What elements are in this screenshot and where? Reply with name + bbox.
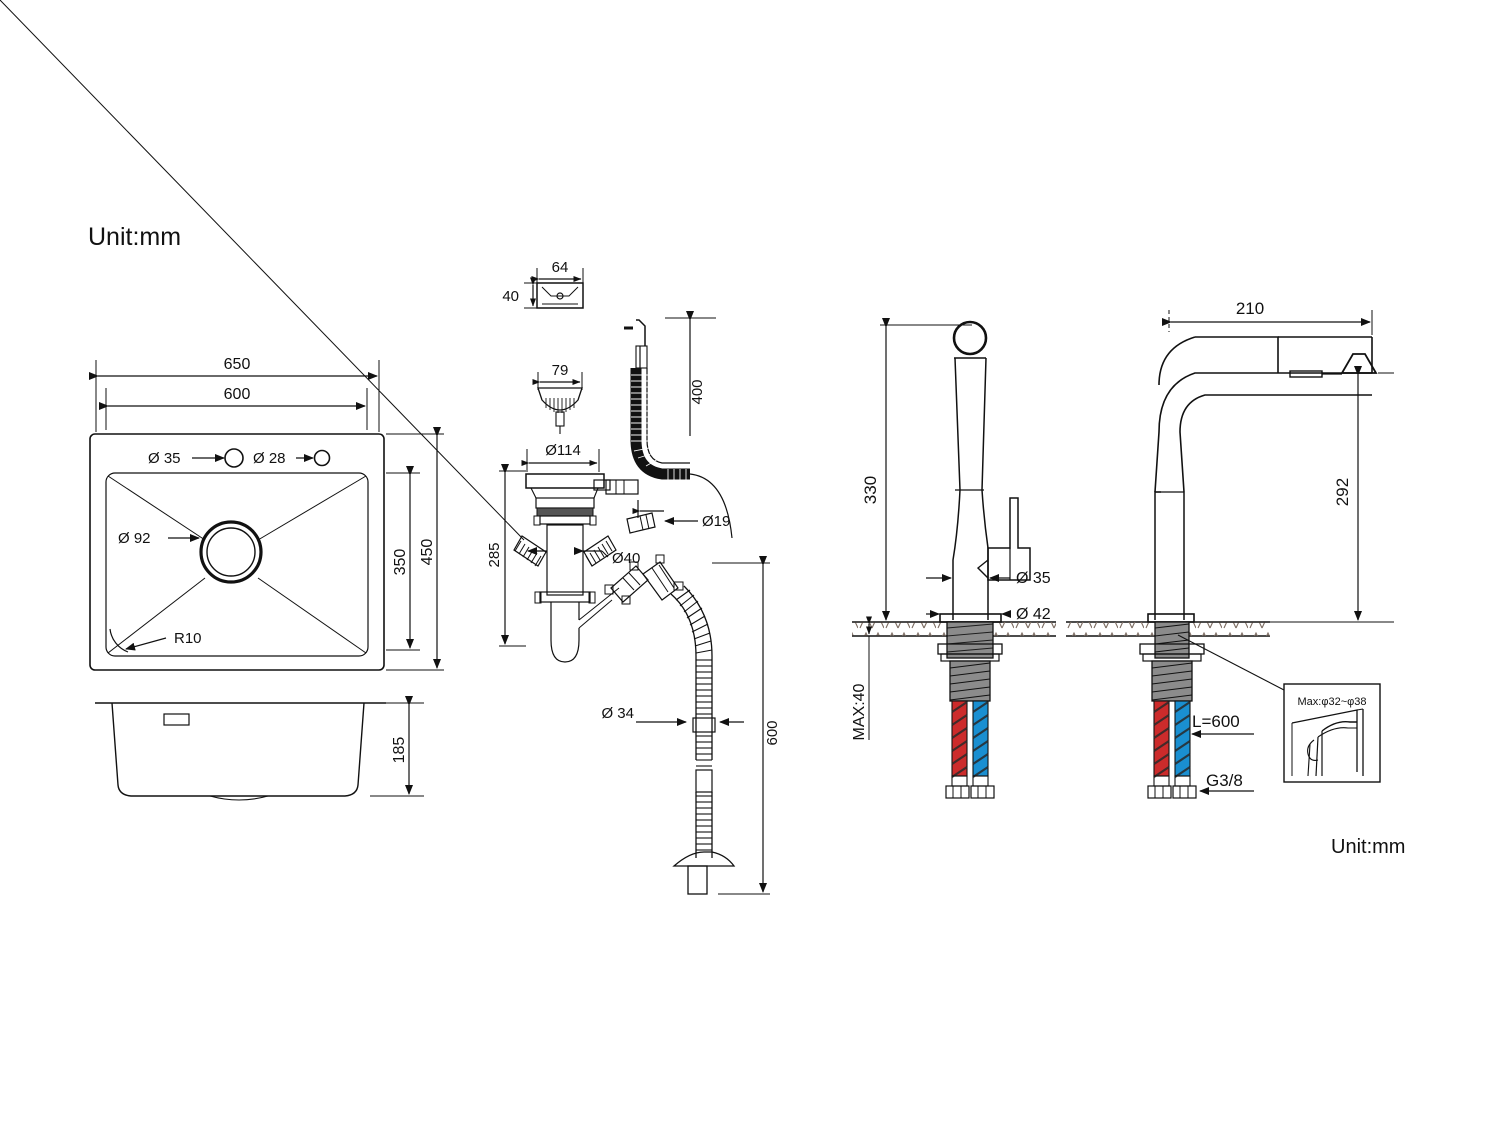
- dim-40-label: 40: [502, 288, 519, 305]
- overflow-cover: 64 40: [502, 259, 584, 309]
- unit-label-top-left: Unit:mm: [88, 223, 181, 251]
- leader-tap-hole-2: Ø 28: [253, 450, 314, 467]
- dim-d34-label: Ø 34: [601, 705, 634, 722]
- dim-g38-label: G3/8: [1206, 771, 1243, 790]
- faucet-right-supply-hoses: [1147, 700, 1197, 799]
- dim-64-label: 64: [552, 259, 569, 276]
- dim-overall-width: 650: [89, 356, 380, 432]
- dim-overflow-hose-length: 400: [665, 311, 716, 436]
- dim-bowl-depth: 350: [386, 466, 420, 651]
- dim-overall-depth: 450: [386, 427, 444, 671]
- leader-tap-hole-1: Ø 35: [148, 450, 225, 467]
- dim-292-label: 292: [1333, 478, 1352, 506]
- leader-drain-dia: Ø 92: [118, 530, 200, 547]
- dim-r10-label: R10: [174, 630, 202, 647]
- dim-L600-label: L=600: [1192, 712, 1240, 731]
- dim-650-label: 650: [224, 356, 251, 373]
- dim-bowl-height: 185: [370, 696, 424, 797]
- dim-600-pipe-label: 600: [764, 720, 781, 745]
- leader-thread-size: G3/8: [1199, 771, 1254, 795]
- unit-label-bottom-right: Unit:mm: [1331, 836, 1405, 858]
- dim-spout-height: 292: [1200, 366, 1394, 623]
- faucet-left-shank: [937, 621, 1003, 702]
- leader-faucet-base-dia: Ø 42: [926, 606, 1051, 623]
- leader-flex-pipe-dia: Ø 34: [601, 705, 744, 726]
- flexible-waste-pipe: [670, 585, 736, 895]
- dim-600-label: 600: [224, 386, 251, 403]
- dim-d28-hole-label: Ø 28: [253, 450, 286, 467]
- faucet-right-shank: [1139, 621, 1205, 702]
- waste-body: [0, 0, 620, 663]
- detail-inset-box: Max:φ32~φ38: [1177, 634, 1381, 783]
- faucet-left-supply-hoses: [945, 700, 995, 799]
- dim-d42-base-label: Ø 42: [1016, 606, 1051, 623]
- dim-210-label: 210: [1236, 299, 1264, 318]
- faucet-right-view: 210 292 L=600 G3/8 Max:φ32~φ38: [1066, 299, 1394, 799]
- leader-corner-radius: R10: [125, 630, 202, 651]
- dim-d19-label: Ø19: [702, 513, 730, 530]
- dim-d35-hole-label: Ø 35: [148, 450, 181, 467]
- dim-450-label: 450: [419, 539, 436, 566]
- dim-bowl-width: 600: [99, 386, 368, 430]
- dim-350-label: 350: [392, 549, 409, 576]
- dim-285-label: 285: [486, 542, 503, 567]
- dim-d92-label: Ø 92: [118, 530, 151, 547]
- detail-inset-label: Max:φ32~φ38: [1298, 696, 1367, 708]
- overflow-connector: Ø19: [626, 512, 730, 534]
- leader-outlet-dia: Ø40: [527, 547, 640, 567]
- dim-counter-thickness: MAX:40: [851, 616, 880, 740]
- dim-d114-label: Ø114: [545, 442, 581, 459]
- dim-d35-body-label: Ø 35: [1016, 570, 1051, 587]
- dim-79-label: 79: [552, 362, 569, 379]
- dim-max40-label: MAX:40: [851, 683, 868, 740]
- strainer-basket: 79: [532, 362, 583, 434]
- dim-body-height: 285: [486, 464, 526, 647]
- sink-top-view: 650 600 Ø 92 Ø 35: [89, 356, 444, 671]
- overflow-hose: [605, 319, 733, 539]
- dim-spout-reach: 210: [1162, 299, 1373, 335]
- sink-front-view: 185: [95, 696, 424, 801]
- leader-faucet-body-dia: Ø 35: [926, 570, 1051, 587]
- dim-flex-pipe-length: 600: [712, 556, 781, 895]
- flex-pipe-elbow: [604, 554, 684, 605]
- faucet-right-body: [1147, 336, 1378, 623]
- dim-330-label: 330: [861, 476, 880, 504]
- faucet-left-body: [939, 320, 1031, 623]
- waste-kit-view: 64 40 79: [0, 0, 781, 895]
- dim-faucet-left-height: 330: [861, 318, 972, 623]
- leader-hose-length: L=600: [1191, 712, 1254, 738]
- faucet-left-view: 330 Ø 35 Ø 42 MAX:40: [851, 318, 1056, 799]
- dim-flange-dia: Ø114: [521, 442, 600, 472]
- dim-400-label: 400: [689, 379, 706, 404]
- dim-185-label: 185: [391, 737, 408, 764]
- dim-d40-label: Ø40: [612, 550, 640, 567]
